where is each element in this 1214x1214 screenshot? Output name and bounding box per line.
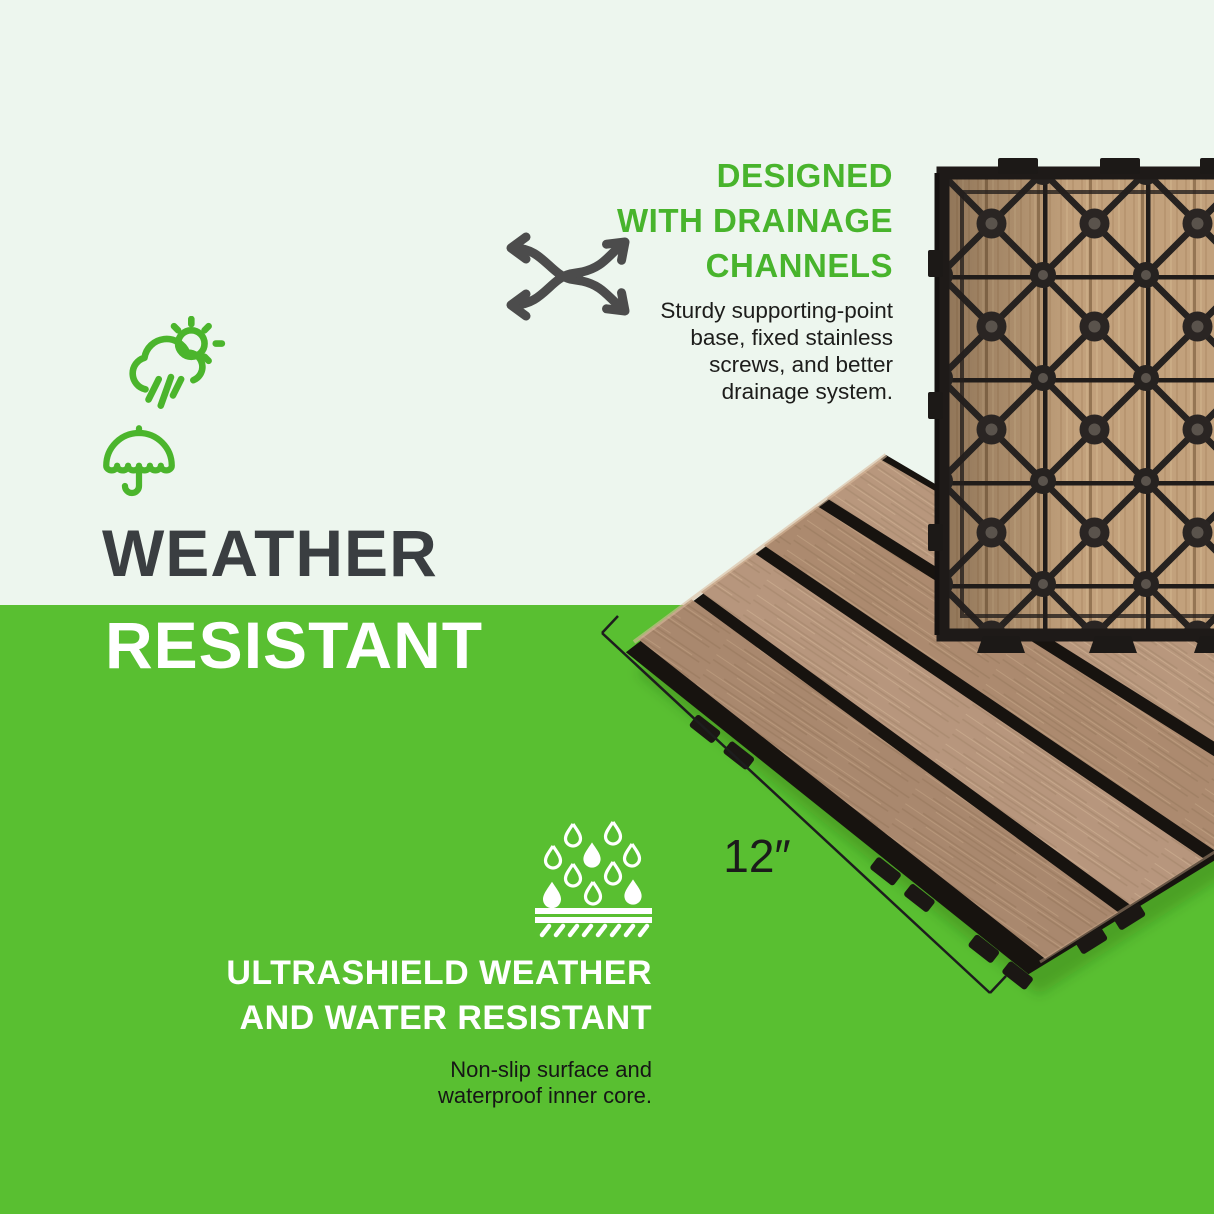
page-title-resistant: RESISTANT [105,608,484,682]
water-heading-line: ULTRASHIELD WEATHER [226,954,652,992]
water-heading-line: AND WATER RESISTANT [239,999,652,1037]
plastic-grid [948,178,1214,630]
water-description: Non-slip surface and waterproof inner co… [438,1057,652,1109]
drainage-description-line: base, fixed stainless [690,325,893,350]
drainage-heading-line: DESIGNED [716,157,893,194]
drainage-heading-line: CHANNELS [705,247,893,284]
page-title-weather: WEATHER [102,516,438,590]
drainage-description-line: screws, and better [709,352,893,377]
water-heading: ULTRASHIELD WEATHER AND WATER RESISTANT [226,951,652,1041]
cloud-sun-rain-icon [129,316,226,409]
edge-clips [689,714,1146,990]
water-description-line: waterproof inner core. [438,1083,652,1108]
drainage-description-line: drainage system. [721,379,893,404]
dimension-line [601,615,1007,994]
dimension-label: 12″ [723,830,790,882]
water-description-line: Non-slip surface and [450,1057,652,1082]
drainage-heading-line: WITH DRAINAGE [617,202,893,239]
drainage-description-line: Sturdy supporting-point [660,298,893,323]
rain-on-surface-icon [535,820,652,938]
deck-tile-underside [928,158,1214,653]
crossing-arrows-icon [506,232,630,321]
drainage-heading: DESIGNED WITH DRAINAGE CHANNELS [617,153,893,288]
umbrella-icon [103,425,175,497]
drainage-description: Sturdy supporting-point base, fixed stai… [660,297,893,405]
